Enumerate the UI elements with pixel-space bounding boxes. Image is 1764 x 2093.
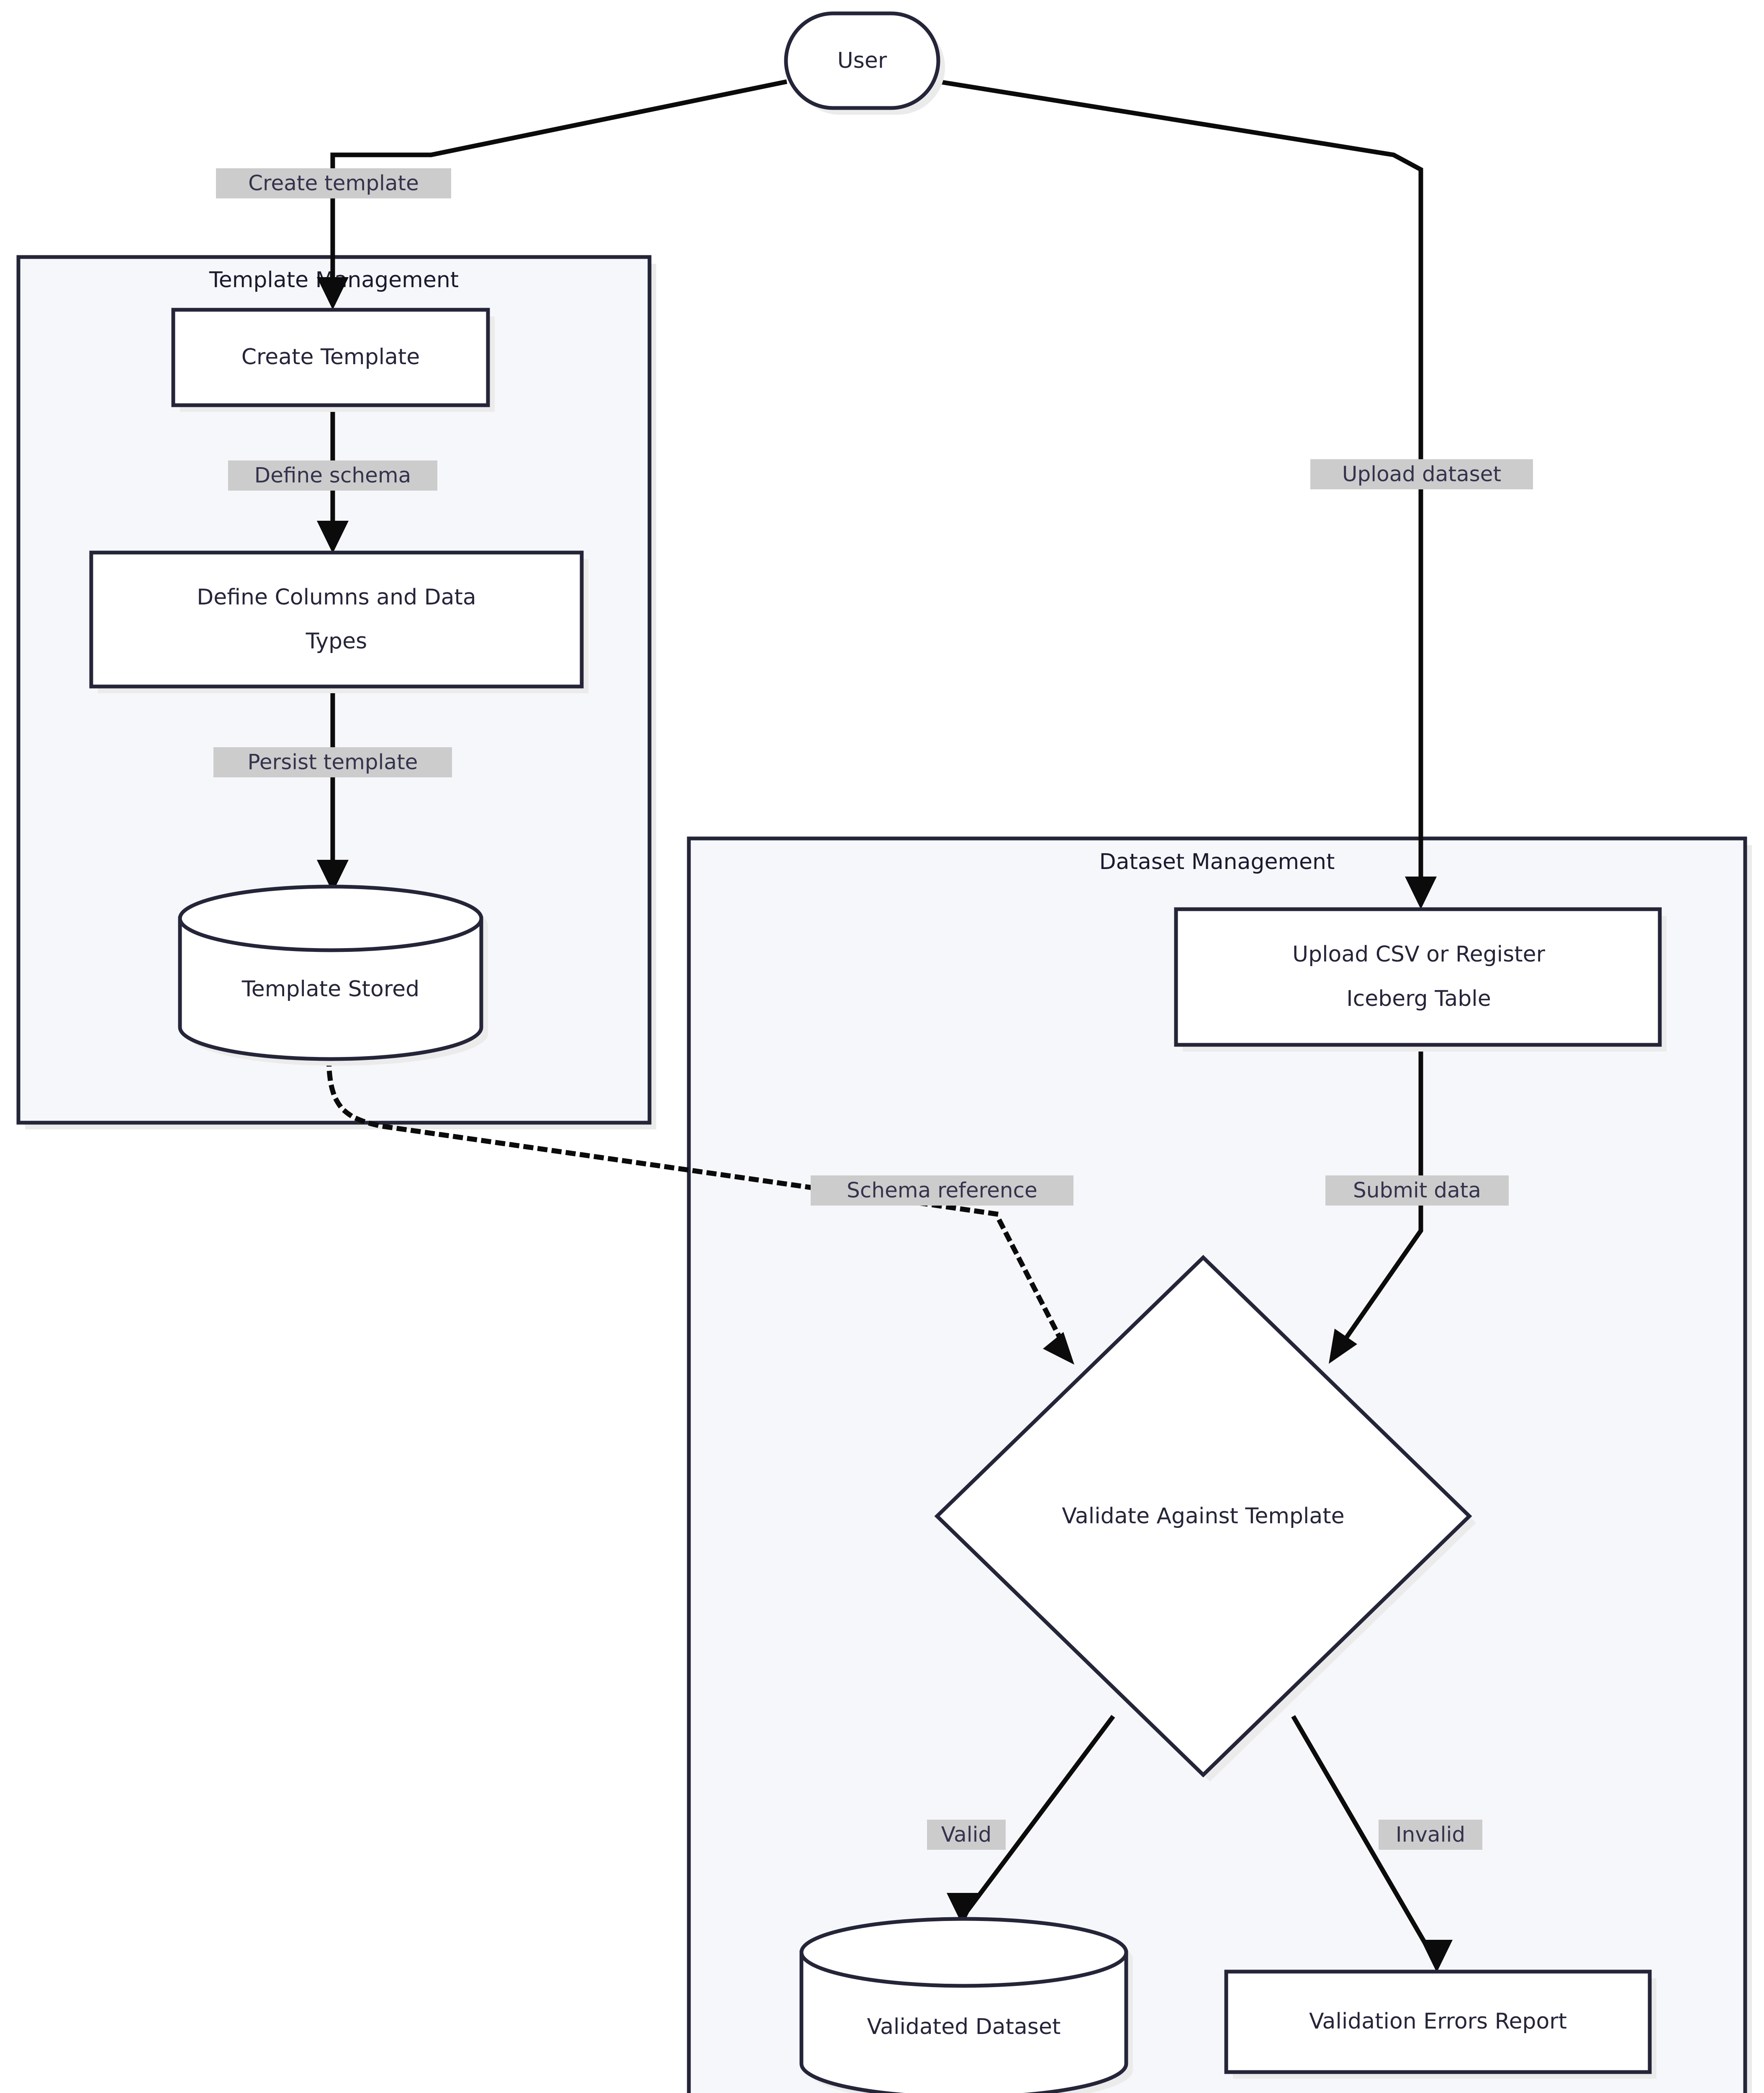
edge-label-invalid-bg bbox=[1379, 1820, 1482, 1850]
node-validated-dataset-top[interactable] bbox=[799, 1917, 1128, 1988]
node-user-label: User bbox=[837, 48, 887, 73]
node-template-stored-label: Template Stored bbox=[241, 977, 419, 1002]
edge-upload-validate-line bbox=[1337, 1051, 1423, 1350]
edge-label-upload-dataset: Upload dataset bbox=[1310, 459, 1533, 489]
edge-label-define-schema-text: Define schema bbox=[254, 463, 411, 488]
edge-label-submit-data: Submit data bbox=[1325, 1175, 1509, 1206]
edge-label-invalid: Invalid bbox=[1379, 1820, 1482, 1850]
edge-label-upload-dataset-bg bbox=[1310, 459, 1533, 489]
edge-upload-validate-arrowhead bbox=[1329, 1329, 1357, 1364]
edge-label-create-template: Create template bbox=[216, 168, 451, 198]
edge-stored-validate-line bbox=[326, 1056, 1069, 1352]
edge-create-define-arrowhead bbox=[317, 521, 349, 553]
node-validate-shape[interactable] bbox=[934, 1255, 1472, 1778]
node-errors-report-label: Validation Errors Report bbox=[1309, 2009, 1567, 2034]
edge-user-upload-line bbox=[938, 79, 1423, 892]
edge-label-schema-reference-bg bbox=[811, 1175, 1073, 1206]
edge-label-define-schema: Define schema bbox=[228, 460, 437, 491]
node-define-columns[interactable]: Define Columns and Data Types bbox=[89, 550, 588, 693]
node-create-template-shape[interactable] bbox=[171, 308, 490, 407]
edge-label-submit-data-bg bbox=[1325, 1175, 1509, 1206]
node-upload-csv-shape[interactable] bbox=[1174, 907, 1662, 1047]
node-user[interactable]: User bbox=[784, 11, 945, 115]
edge-stored-validate bbox=[326, 1056, 1074, 1365]
node-define-columns-label-line1: Define Columns and Data bbox=[197, 585, 476, 610]
edge-user-create-template-line bbox=[330, 79, 788, 293]
edge-label-upload-dataset-text: Upload dataset bbox=[1342, 462, 1501, 486]
node-template-stored[interactable]: Template Stored bbox=[178, 885, 488, 1066]
edge-validate-invalid bbox=[1291, 1715, 1453, 1972]
edge-upload-validate bbox=[1329, 1051, 1423, 1364]
node-upload-csv[interactable]: Upload CSV or Register Iceberg Table bbox=[1174, 907, 1666, 1052]
node-upload-csv-label-line1: Upload CSV or Register bbox=[1292, 942, 1546, 967]
edge-validate-valid-arrowhead bbox=[947, 1893, 978, 1926]
edge-label-schema-reference-text: Schema reference bbox=[847, 1178, 1037, 1203]
edge-user-create-template bbox=[317, 79, 788, 310]
edge-user-create-template-arrowhead bbox=[317, 277, 349, 310]
edge-label-invalid-text: Invalid bbox=[1396, 1823, 1465, 1847]
node-create-template-label: Create Template bbox=[241, 345, 420, 370]
node-errors-report[interactable]: Validation Errors Report bbox=[1224, 1970, 1656, 2079]
node-template-stored-body[interactable] bbox=[178, 916, 483, 1061]
node-user-shape[interactable] bbox=[784, 11, 940, 110]
edge-label-create-template-bg bbox=[216, 168, 451, 198]
node-errors-report-shape[interactable] bbox=[1224, 1970, 1652, 2074]
node-validated-dataset-body[interactable] bbox=[799, 1950, 1128, 2093]
edge-label-schema-reference: Schema reference bbox=[811, 1175, 1073, 1206]
node-template-stored-top[interactable] bbox=[178, 885, 483, 952]
edge-user-upload-arrowhead bbox=[1405, 877, 1437, 909]
node-define-columns-shape[interactable] bbox=[89, 550, 584, 689]
edge-label-persist-template-bg bbox=[213, 747, 452, 777]
node-validated-dataset-label: Validated Dataset bbox=[867, 2014, 1061, 2039]
edge-validate-invalid-arrowhead bbox=[1421, 1940, 1453, 1972]
node-validate[interactable]: Validate Against Template bbox=[934, 1255, 1476, 1782]
edge-label-valid-text: Valid bbox=[941, 1823, 991, 1847]
edge-label-persist-template-text: Persist template bbox=[248, 750, 418, 774]
edge-label-persist-template: Persist template bbox=[213, 747, 452, 777]
node-upload-csv-label-line2: Iceberg Table bbox=[1346, 986, 1491, 1011]
edge-define-stored-arrowhead bbox=[317, 860, 349, 892]
node-define-columns-label-line2: Types bbox=[306, 629, 367, 654]
node-validate-label: Validate Against Template bbox=[1062, 1504, 1344, 1529]
subgraph-dataset-management-title: Dataset Management bbox=[1099, 849, 1335, 874]
edge-label-submit-data-text: Submit data bbox=[1353, 1178, 1481, 1203]
edge-user-upload bbox=[938, 79, 1437, 909]
edge-label-valid-bg bbox=[927, 1820, 1006, 1850]
edge-validate-valid-line bbox=[960, 1715, 1115, 1919]
edge-label-create-template-text: Create template bbox=[248, 171, 419, 195]
edge-label-define-schema-bg bbox=[228, 460, 437, 491]
edge-validate-invalid-line bbox=[1291, 1715, 1439, 1964]
node-create-template[interactable]: Create Template bbox=[171, 308, 495, 412]
edge-validate-valid bbox=[947, 1715, 1115, 1926]
node-validated-dataset[interactable]: Validated Dataset bbox=[799, 1917, 1133, 2093]
edge-label-valid: Valid bbox=[927, 1820, 1006, 1850]
edge-define-stored bbox=[317, 687, 349, 892]
edge-stored-validate-arrowhead bbox=[1043, 1332, 1074, 1365]
